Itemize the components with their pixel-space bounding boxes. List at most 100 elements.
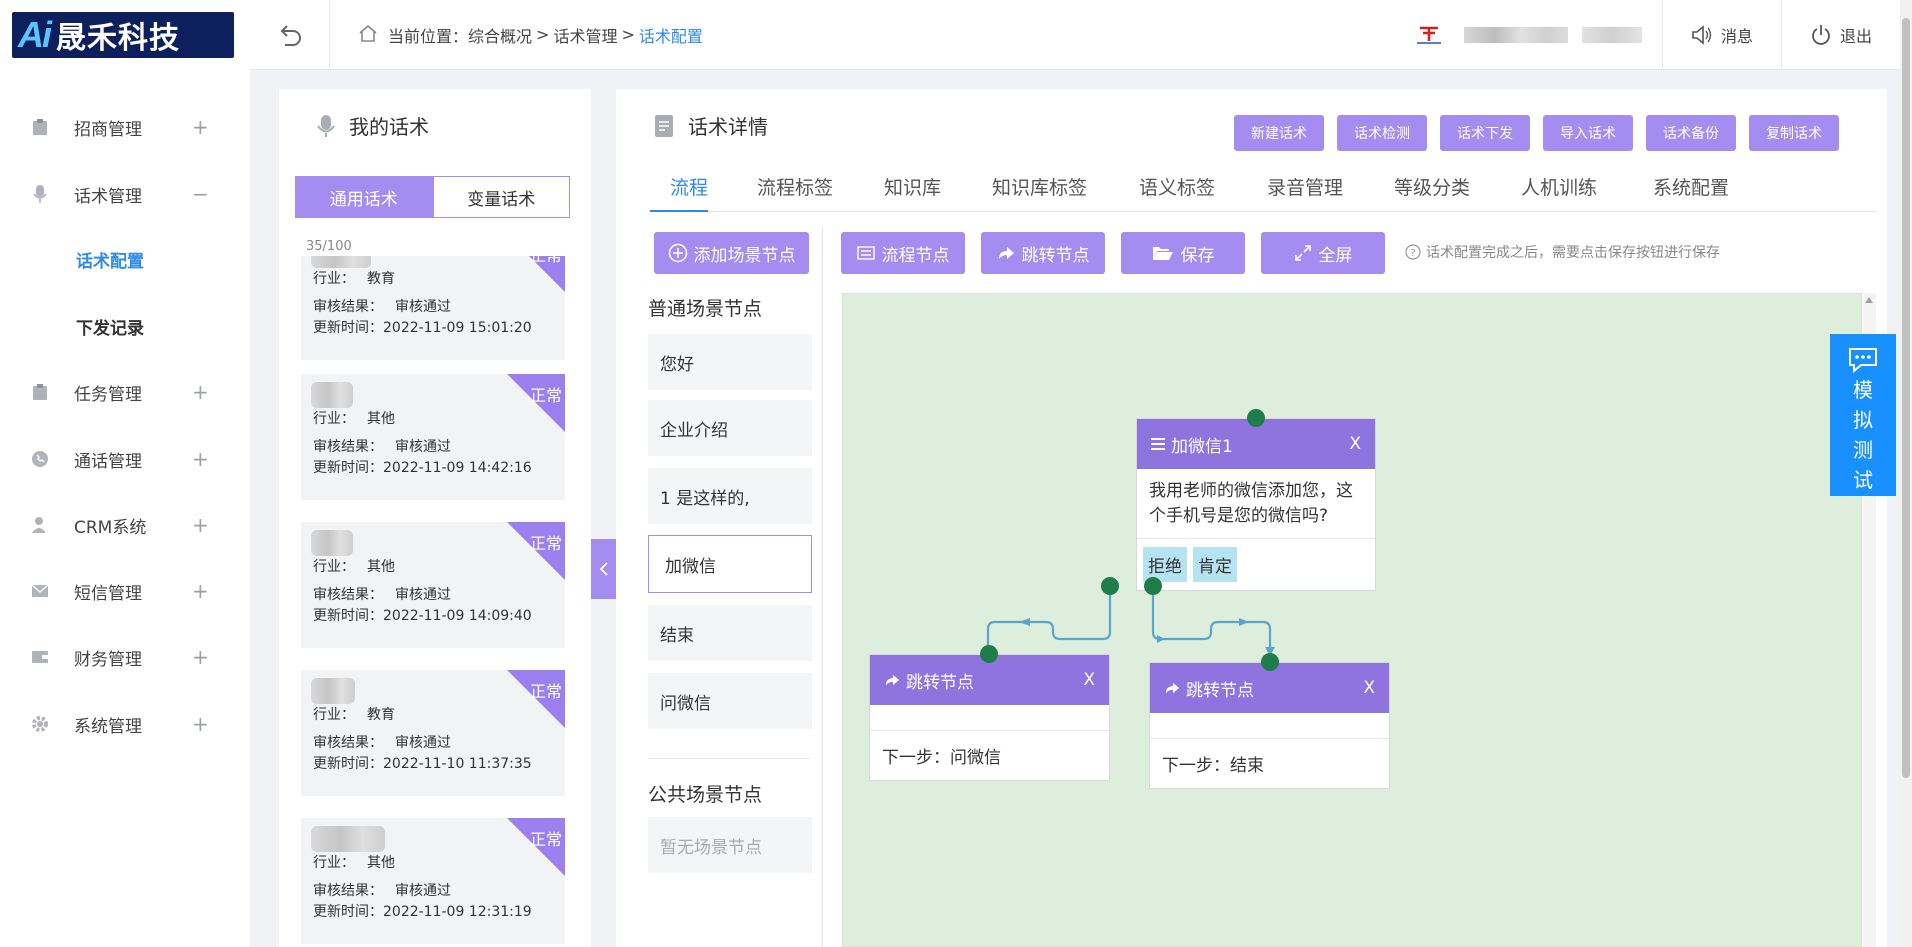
tab-system-config[interactable]: 系统配置: [1653, 177, 1730, 199]
script-card[interactable]: 正常 行业：其他 审核结果：审核通过 更新时间：2022-11-09 14:09…: [301, 522, 565, 648]
status-badge-text: 正常: [529, 534, 562, 553]
flow-node-header[interactable]: 跳转节点 X: [1150, 663, 1389, 713]
copy-script-button[interactable]: 复制话术: [1749, 115, 1839, 151]
input-endpoint[interactable]: [1247, 409, 1265, 427]
share-arrow-icon: [885, 674, 899, 686]
sidebar-subitem-dispatch-record[interactable]: 下发记录: [76, 319, 144, 339]
active-tab-indicator: [650, 210, 708, 212]
script-card[interactable]: 正常 行业：教育 审核结果：审核通过 更新时间：2022-11-10 11:37…: [301, 670, 565, 796]
tab-general-scripts[interactable]: 通用话术: [295, 176, 433, 218]
flow-node-button[interactable]: 流程节点: [841, 232, 965, 274]
my-scripts-title-text: 我的话术: [349, 115, 429, 139]
page-scrollbar-thumb[interactable]: [1902, 18, 1910, 778]
sidebar-item-scripts[interactable]: 话术管理 −: [0, 174, 250, 214]
jump-node-button[interactable]: 跳转节点: [981, 232, 1105, 274]
sidebar-item-finance[interactable]: 财务管理 +: [0, 637, 250, 677]
breadcrumb-item[interactable]: 综合概况: [468, 26, 533, 46]
script-card[interactable]: 正常 行业：教育 审核结果：审核通过 更新时间：2022-11-09 15:01…: [301, 256, 565, 360]
role-blurred: [1581, 26, 1642, 43]
output-endpoint[interactable]: [1101, 577, 1119, 595]
question-circle-icon: ?: [1405, 244, 1421, 260]
logout-button[interactable]: 退出: [1780, 0, 1900, 70]
home-icon[interactable]: [358, 24, 378, 46]
add-scene-node-button[interactable]: 添加场景节点: [654, 232, 809, 274]
back-icon[interactable]: [250, 0, 330, 70]
check-script-button[interactable]: 话术检测: [1337, 115, 1427, 151]
option-affirm[interactable]: 肯定: [1193, 547, 1237, 583]
expand-icon[interactable]: +: [192, 645, 209, 669]
save-button[interactable]: 保存: [1121, 232, 1245, 274]
scene-item[interactable]: 问微信: [648, 673, 812, 729]
tab-semantic-tags[interactable]: 语义标签: [1139, 177, 1216, 199]
sidebar-item-calls[interactable]: 通话管理 +: [0, 439, 250, 479]
sidebar-subitem-script-config[interactable]: 话术配置: [76, 252, 144, 272]
collapse-panel-button[interactable]: [591, 539, 617, 599]
tab-level-classification[interactable]: 等级分类: [1394, 177, 1471, 199]
collapse-icon[interactable]: −: [192, 182, 209, 206]
expand-icon[interactable]: +: [192, 712, 209, 736]
expand-icon[interactable]: +: [192, 579, 209, 603]
sidebar-item-system[interactable]: 系统管理 +: [0, 704, 250, 744]
close-icon[interactable]: X: [1083, 670, 1095, 690]
tab-knowledge-base[interactable]: 知识库: [884, 177, 942, 199]
tab-recordings[interactable]: 录音管理: [1267, 177, 1344, 199]
flow-node-jump[interactable]: 跳转节点 X 下一步：结束: [1149, 662, 1390, 789]
sidebar-item-label: 招商管理: [74, 119, 142, 140]
scene-item[interactable]: 企业介绍: [648, 400, 812, 456]
flow-node-main[interactable]: 加微信1 X 我用老师的微信添加您，这个手机号是您的微信吗? 拒绝 肯定: [1136, 418, 1376, 592]
audit-label: 审核结果：: [313, 439, 383, 455]
scene-item[interactable]: 您好: [648, 334, 812, 390]
tab-variable-scripts[interactable]: 变量话术: [432, 176, 570, 218]
flow-canvas[interactable]: 加微信1 X 我用老师的微信添加您，这个手机号是您的微信吗? 拒绝 肯定 跳转节…: [842, 293, 1862, 947]
flow-node-header[interactable]: 跳转节点 X: [870, 655, 1109, 705]
scene-item-active[interactable]: 加微信: [648, 535, 812, 593]
sidebar-item-sms[interactable]: 短信管理 +: [0, 571, 250, 611]
expand-icon[interactable]: +: [192, 380, 209, 404]
document-icon: [655, 114, 673, 137]
scene-item[interactable]: 结束: [648, 605, 812, 661]
tab-knowledge-tags[interactable]: 知识库标签: [992, 177, 1088, 199]
new-script-button[interactable]: 新建话术: [1234, 115, 1324, 151]
tab-flow-tags[interactable]: 流程标签: [757, 177, 834, 199]
scene-item[interactable]: 1 是这样的,: [648, 468, 812, 524]
breadcrumb-item[interactable]: 话术管理: [553, 26, 618, 46]
save-label: 保存: [1180, 245, 1215, 266]
output-endpoint[interactable]: [1144, 577, 1162, 595]
tab-human-machine-training[interactable]: 人机训练: [1521, 177, 1598, 199]
input-endpoint[interactable]: [1261, 653, 1279, 671]
script-name-blurred: [311, 678, 355, 704]
fullscreen-button[interactable]: 全屏: [1261, 232, 1385, 274]
close-icon[interactable]: X: [1363, 678, 1375, 698]
script-card[interactable]: 正常 行业：其他 审核结果：审核通过 更新时间：2022-11-09 12:31…: [301, 818, 565, 944]
time-value: 2022-11-09 15:01:20: [383, 320, 532, 336]
messages-button[interactable]: 消息: [1661, 0, 1781, 70]
flow-node-header[interactable]: 加微信1 X: [1137, 419, 1375, 469]
input-endpoint[interactable]: [980, 645, 998, 663]
script-card[interactable]: 正常 行业：其他 审核结果：审核通过 更新时间：2022-11-09 14:42…: [301, 374, 565, 500]
simulate-test-button[interactable]: 模 拟 测 试: [1830, 334, 1896, 496]
expand-icon[interactable]: +: [192, 513, 209, 537]
column-divider: [822, 227, 823, 947]
audit-label: 审核结果：: [313, 735, 383, 751]
close-icon[interactable]: X: [1349, 434, 1361, 454]
script-card-list[interactable]: 正常 行业：教育 审核结果：审核通过 更新时间：2022-11-09 15:01…: [301, 256, 567, 947]
option-reject[interactable]: 拒绝: [1143, 547, 1187, 583]
expand-arrows-icon: [1294, 245, 1311, 261]
tab-flow[interactable]: 流程: [670, 177, 709, 199]
menu-icon: [1151, 438, 1165, 450]
dispatch-script-button[interactable]: 话术下发: [1440, 115, 1530, 151]
expand-icon[interactable]: +: [192, 447, 209, 471]
sidebar-item-crm[interactable]: CRM系统 +: [0, 505, 250, 545]
backup-script-button[interactable]: 话术备份: [1646, 115, 1736, 151]
sidebar-item-recruit[interactable]: 招商管理 +: [0, 107, 250, 147]
scroll-up-icon[interactable]: [1865, 297, 1873, 303]
breadcrumb-separator: >: [536, 25, 550, 44]
simulate-test-char: 拟: [1853, 408, 1873, 432]
sidebar-item-tasks[interactable]: 任务管理 +: [0, 372, 250, 412]
expand-icon[interactable]: +: [192, 115, 209, 139]
audit-label: 审核结果：: [313, 587, 383, 603]
import-script-button[interactable]: 导入话术: [1543, 115, 1633, 151]
flow-node-jump[interactable]: 跳转节点 X 下一步：问微信: [869, 654, 1110, 781]
page-scrollbar[interactable]: [1900, 0, 1912, 947]
time-value: 2022-11-09 12:31:19: [383, 904, 532, 920]
